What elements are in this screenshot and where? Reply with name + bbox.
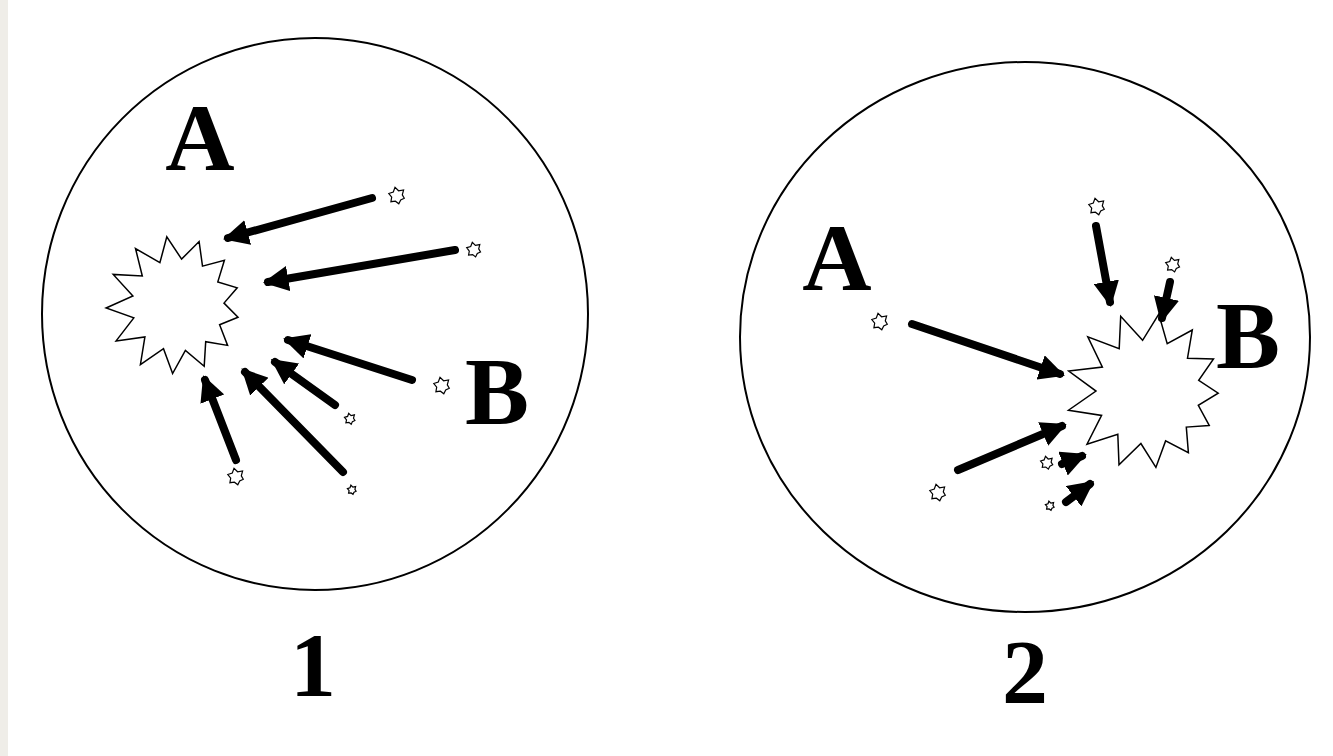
arrow	[1066, 484, 1090, 502]
arrow	[205, 380, 236, 460]
arrow	[1096, 226, 1110, 302]
arrows	[205, 198, 1170, 502]
starburst	[467, 242, 481, 257]
arrow	[245, 372, 343, 472]
arrow	[958, 426, 1062, 470]
starburst	[389, 187, 405, 203]
starburst	[345, 413, 355, 424]
starburst	[1041, 456, 1053, 469]
starburst	[872, 313, 888, 329]
starbursts	[106, 187, 1218, 510]
figure-number: 1	[290, 619, 336, 711]
starburst	[434, 377, 450, 393]
circle-outline	[740, 62, 1310, 612]
arrow	[275, 362, 335, 405]
circle-outline	[42, 38, 588, 590]
starburst	[930, 484, 946, 500]
figure-number: 2	[1002, 626, 1048, 718]
point-label: A	[802, 210, 871, 306]
starburst	[106, 237, 238, 374]
arrow	[912, 324, 1060, 374]
arrow	[288, 340, 412, 380]
arrow	[268, 250, 455, 282]
point-label: B	[465, 344, 529, 440]
starburst	[1089, 198, 1105, 214]
starburst	[347, 485, 356, 494]
point-label: A	[165, 90, 234, 186]
arrow	[228, 198, 372, 238]
arrow	[1162, 282, 1170, 318]
arrow	[1062, 456, 1082, 464]
point-label: B	[1216, 288, 1280, 384]
starburst	[228, 468, 244, 484]
starburst	[1045, 501, 1054, 510]
starburst	[1069, 314, 1219, 467]
starburst	[1166, 257, 1180, 272]
